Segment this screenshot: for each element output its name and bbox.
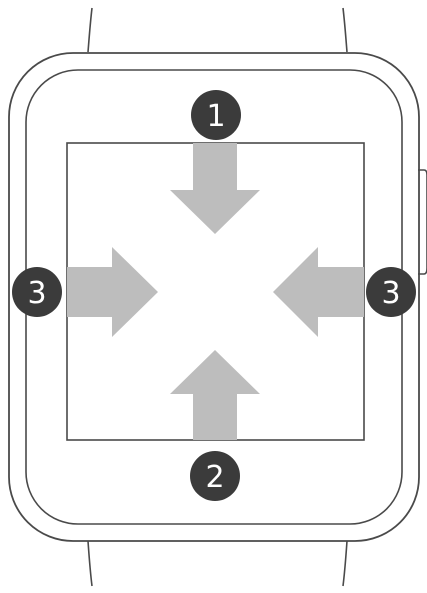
badge-right: 3 [366,267,416,317]
badge-right-label: 3 [381,276,400,311]
watch-strap-bottom [88,541,347,586]
badge-top-label: 1 [206,99,225,134]
watch-strap-top [88,8,347,52]
badge-left: 3 [12,267,62,317]
badge-bottom: 2 [190,451,240,501]
badge-bottom-label: 2 [205,460,224,495]
badge-top: 1 [191,90,241,140]
badge-left-label: 3 [27,276,46,311]
